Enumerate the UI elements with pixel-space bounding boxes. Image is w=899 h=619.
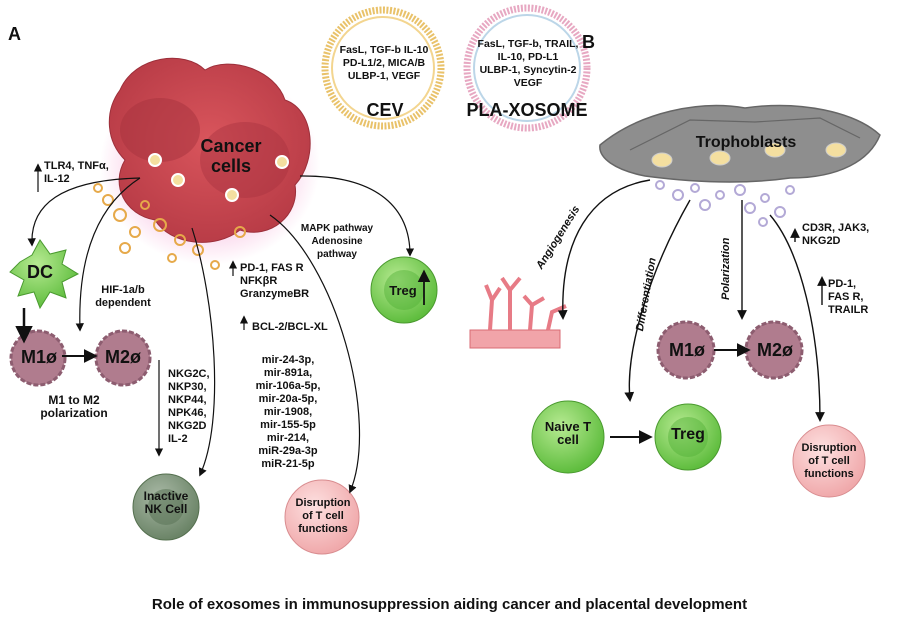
mir-label: mir-24-3p, mir-891a, mir-106a-5p, mir-20… [255, 354, 321, 470]
nk-markers-label: NKG2C, NKP30, NKP44, NPK46, NKG2D IL-2 [168, 368, 210, 445]
disruption-cell-b [792, 424, 866, 498]
tlr-label: TLR4, TNFα, IL-12 [44, 160, 109, 185]
disruption-label-a: Disruption of T cell functions [295, 497, 351, 535]
treg-label-a: Treg [389, 283, 417, 298]
naive-t-label: Naive T cell [544, 419, 592, 447]
m2-label-a: M2ø [105, 347, 141, 367]
plaxosome-title: PLA-XOSOME [466, 100, 588, 120]
figure-caption: Role of exosomes in immunosuppression ai… [151, 596, 748, 613]
cancer-cells-label: Cancer cells [200, 136, 262, 176]
dendritic-cell [9, 239, 80, 310]
macrophages-a [9, 329, 152, 387]
nk-cell [132, 473, 200, 541]
cancer-cells-cluster [100, 57, 320, 265]
cd3r-label: CD3R, JAK3, NKG2D [802, 222, 870, 247]
trophoblasts-label: Trophoblasts [695, 134, 797, 151]
pd1-label-b: PD-1, FAS R, TRAILR [828, 278, 869, 316]
nk-cell-label: Inactive NK Cell [143, 489, 189, 516]
mapk-label: MAPK pathway Adenosine pathway [300, 223, 374, 260]
cancer-exosomes [93, 183, 246, 270]
m2-label-b: M2ø [757, 340, 793, 360]
blood-vessel [469, 276, 567, 349]
disruption-label-b: Disruption of T cell functions [801, 442, 857, 480]
cev-vesicle [321, 6, 445, 130]
treg-label-b: Treg [671, 426, 705, 443]
disruption-cell-a [284, 479, 360, 555]
panel-label-a: A [8, 24, 21, 44]
m1-label-a: M1ø [21, 347, 57, 367]
hif-label: HIF-1a/b dependent [95, 284, 151, 309]
cev-content: FasL, TGF-b IL-10 PD-L1/2, MICA/B ULBP-1… [339, 44, 429, 82]
treg-cell-b [654, 403, 722, 471]
arrows-a [15, 163, 431, 494]
naive-t-cell [531, 400, 605, 474]
polarization-label: Polarization [720, 237, 732, 300]
placental-exosomes [655, 180, 795, 227]
trophoblasts [599, 104, 881, 183]
plaxosome-content: FasL, TGF-b, TRAIL, IL-10, PD-L1 ULBP-1,… [477, 38, 579, 89]
m1-label-b: M1ø [669, 340, 705, 360]
dc-label: DC [27, 262, 53, 282]
plaxosome-vesicle [463, 4, 591, 132]
m1m2-label: M1 to M2 polarization [40, 393, 108, 420]
panel-label-b: B [582, 32, 595, 52]
cev-title: CEV [366, 100, 404, 120]
pd1-label-a: PD-1, FAS R NFKβR GranzymeBR [240, 262, 310, 300]
bcl-label: BCL-2/BCL-XL [252, 321, 328, 333]
arrows-b [557, 179, 827, 444]
